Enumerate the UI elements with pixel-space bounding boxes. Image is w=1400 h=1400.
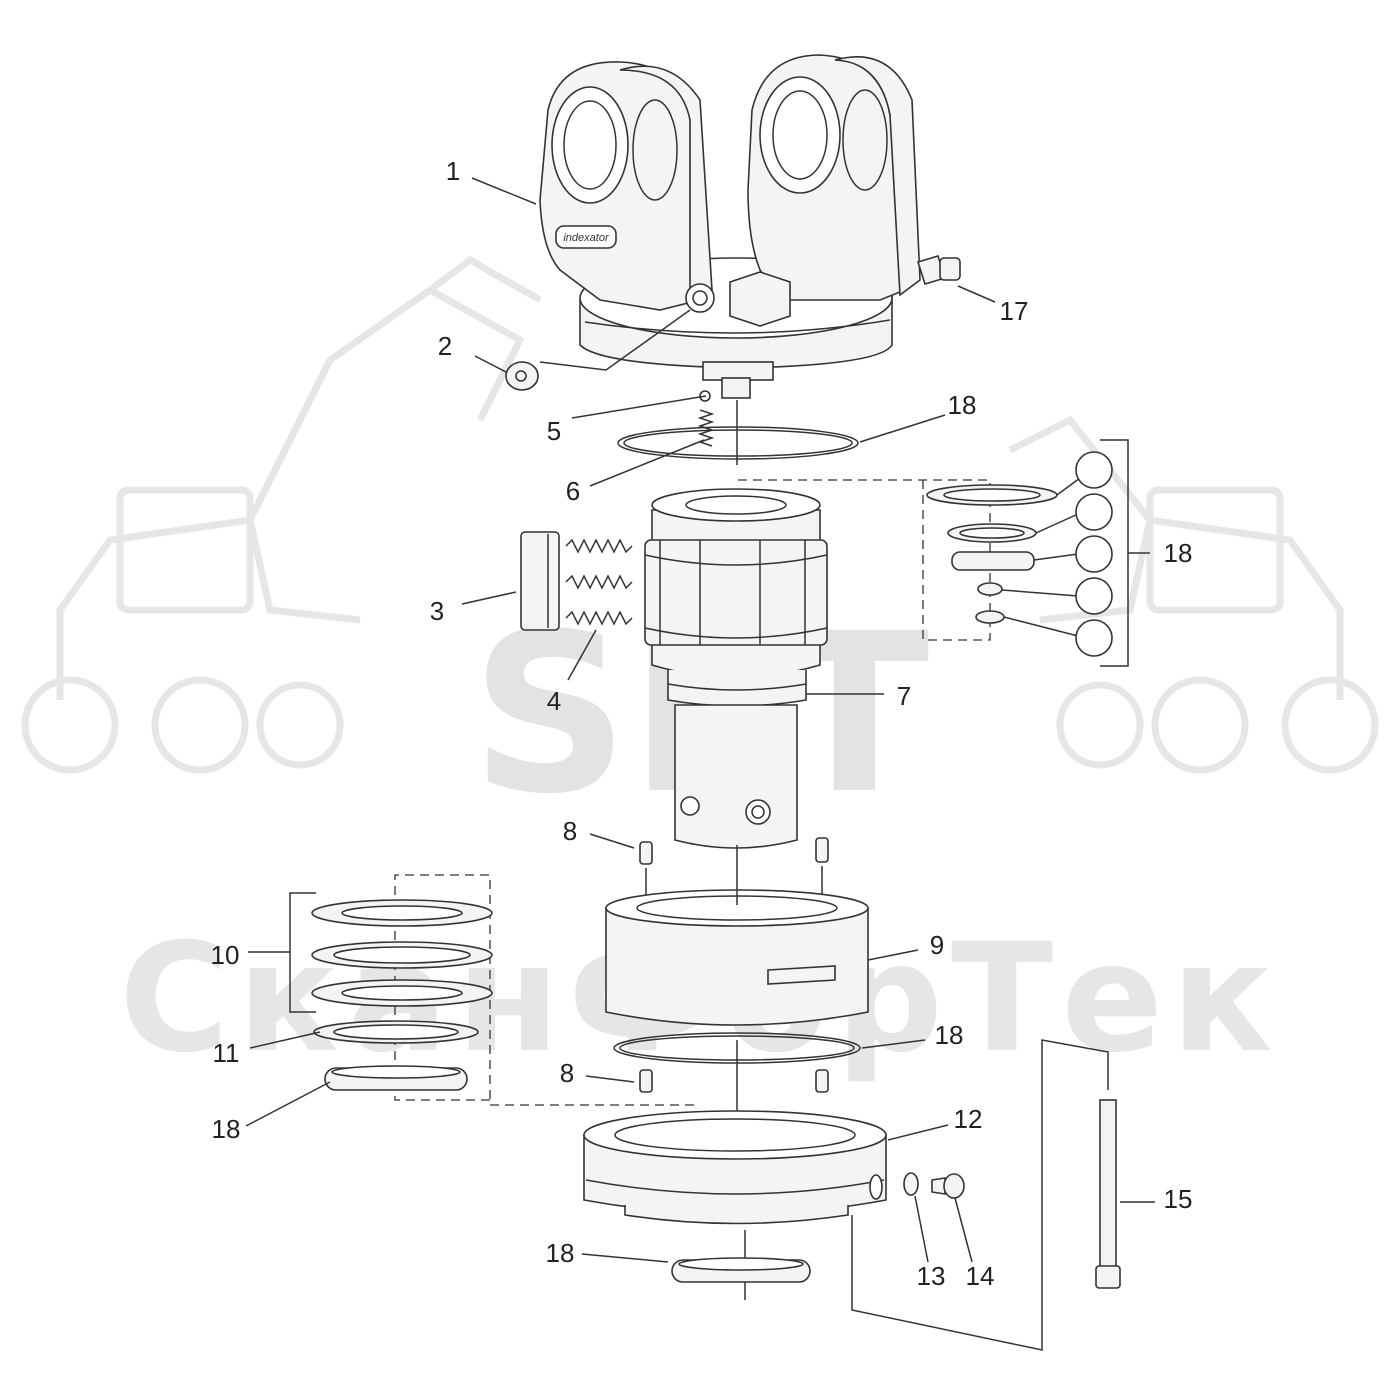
callout-4: 4 [547,686,561,716]
callout-12: 12 [954,1104,983,1134]
part-11-disc [313,1020,479,1044]
center-axis [736,400,746,1300]
part-9-stator [605,889,869,1026]
part-18-oring-middle [613,1032,861,1064]
part-1-yoke: indexator [539,54,921,399]
callout-9: 9 [930,930,944,960]
part-4-springs [565,538,633,626]
callout-18-seal-kit: 18 [1164,538,1193,568]
callout-14: 14 [966,1261,995,1291]
callout-18-oring-upper: 18 [948,390,977,420]
callout-3: 3 [430,596,444,626]
part-2-washer [505,361,539,391]
part-12-housing [583,1110,887,1225]
part-8-pin-lower-left [639,1069,653,1093]
callout-18-seal-left: 18 [212,1114,241,1144]
callout-18-oring-middle: 18 [935,1020,964,1050]
part-18-seal-bottom [671,1257,811,1283]
leader-lines [245,177,1155,1263]
callout-8-lower: 8 [560,1058,574,1088]
callout-7: 7 [897,681,911,711]
callout-5: 5 [547,416,561,446]
callout-15: 15 [1164,1184,1193,1214]
part-5-ball-6-spring [697,390,715,447]
manufacturer-logo: indexator [563,232,610,244]
seal-kit-18 [738,439,1150,667]
callout-11: 11 [213,1038,240,1068]
callout-1: 1 [446,156,460,186]
callout-2: 2 [438,331,452,361]
callout-6: 6 [566,476,580,506]
callout-8-upper: 8 [563,816,577,846]
part-14-plug [931,1173,965,1199]
callout-17: 17 [1000,296,1029,326]
part-8-pin-lower-right [815,1069,829,1093]
part-3-plate [520,531,560,631]
callout-18-seal-bottom: 18 [546,1238,575,1268]
callout-13: 13 [917,1261,946,1291]
part-18-seal-left [324,1065,468,1091]
part-15-bolt [851,1039,1121,1351]
part-8-pins-upper [639,837,829,910]
part-18-oring-upper [617,426,859,460]
part-7-rotor [644,488,828,849]
watermark-machinery [21,255,1379,774]
callout-numbers: 1 2 3 4 5 6 7 8 8 9 10 11 12 13 14 15 17… [211,156,1193,1291]
part-13-washer [903,1172,919,1196]
part-17-fitting [916,255,961,285]
callout-10: 10 [211,940,240,970]
brake-pack-10 [248,874,700,1106]
